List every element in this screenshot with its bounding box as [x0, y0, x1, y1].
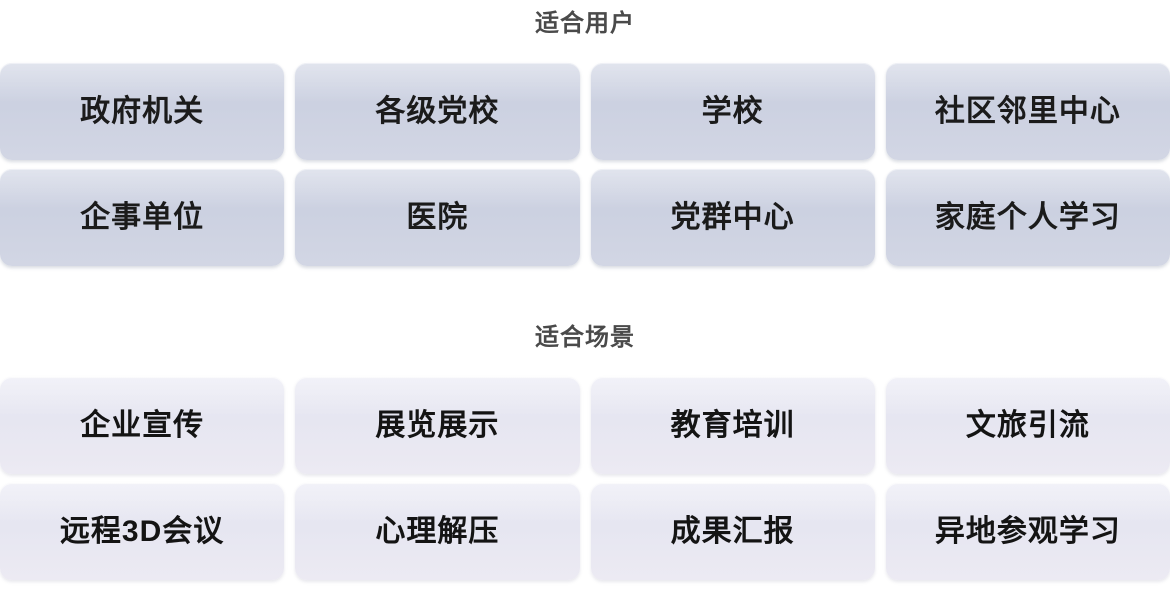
card-label: 家庭个人学习 [934, 200, 1121, 234]
card-label: 政府机关 [80, 94, 205, 128]
card-item[interactable]: 家庭个人学习 [885, 169, 1170, 266]
card-label: 学校 [701, 94, 764, 128]
section-title-users: 适合用户 [535, 10, 635, 37]
card-label: 展览展示 [375, 408, 500, 442]
card-item[interactable]: 政府机关 [0, 63, 285, 160]
card-item[interactable]: 企业宣传 [0, 377, 285, 474]
card-label: 文旅引流 [965, 408, 1090, 442]
card-item[interactable]: 远程3D会议 [0, 483, 285, 580]
section-title-scenes: 适合场景 [535, 324, 635, 351]
card-label: 远程3D会议 [59, 514, 225, 548]
card-item[interactable]: 异地参观学习 [885, 483, 1170, 580]
card-item[interactable]: 教育培训 [590, 377, 875, 474]
card-label: 心理解压 [375, 514, 500, 548]
card-item[interactable]: 社区邻里中心 [885, 63, 1170, 160]
card-label: 异地参观学习 [934, 514, 1121, 548]
card-item[interactable]: 文旅引流 [885, 377, 1170, 474]
card-label: 成果汇报 [670, 514, 795, 548]
card-grid-users: 政府机关 各级党校 学校 社区邻里中心 企事单位 医院 党群中心 家庭个人学习 [0, 63, 1170, 266]
card-label: 医院 [406, 200, 469, 234]
card-item[interactable]: 企事单位 [0, 169, 285, 266]
card-label: 教育培训 [670, 408, 795, 442]
card-item[interactable]: 学校 [590, 63, 875, 160]
card-label: 各级党校 [375, 94, 500, 128]
card-label: 党群中心 [670, 200, 795, 234]
card-grid-scenes: 企业宣传 展览展示 教育培训 文旅引流 远程3D会议 心理解压 成果汇报 异地参… [0, 377, 1170, 580]
card-label: 企业宣传 [80, 408, 205, 442]
card-item[interactable]: 各级党校 [295, 63, 580, 160]
card-item[interactable]: 展览展示 [295, 377, 580, 474]
card-label: 社区邻里中心 [934, 94, 1121, 128]
card-label: 企事单位 [80, 200, 205, 234]
card-item[interactable]: 党群中心 [590, 169, 875, 266]
card-item[interactable]: 心理解压 [295, 483, 580, 580]
card-item[interactable]: 医院 [295, 169, 580, 266]
card-item[interactable]: 成果汇报 [590, 483, 875, 580]
